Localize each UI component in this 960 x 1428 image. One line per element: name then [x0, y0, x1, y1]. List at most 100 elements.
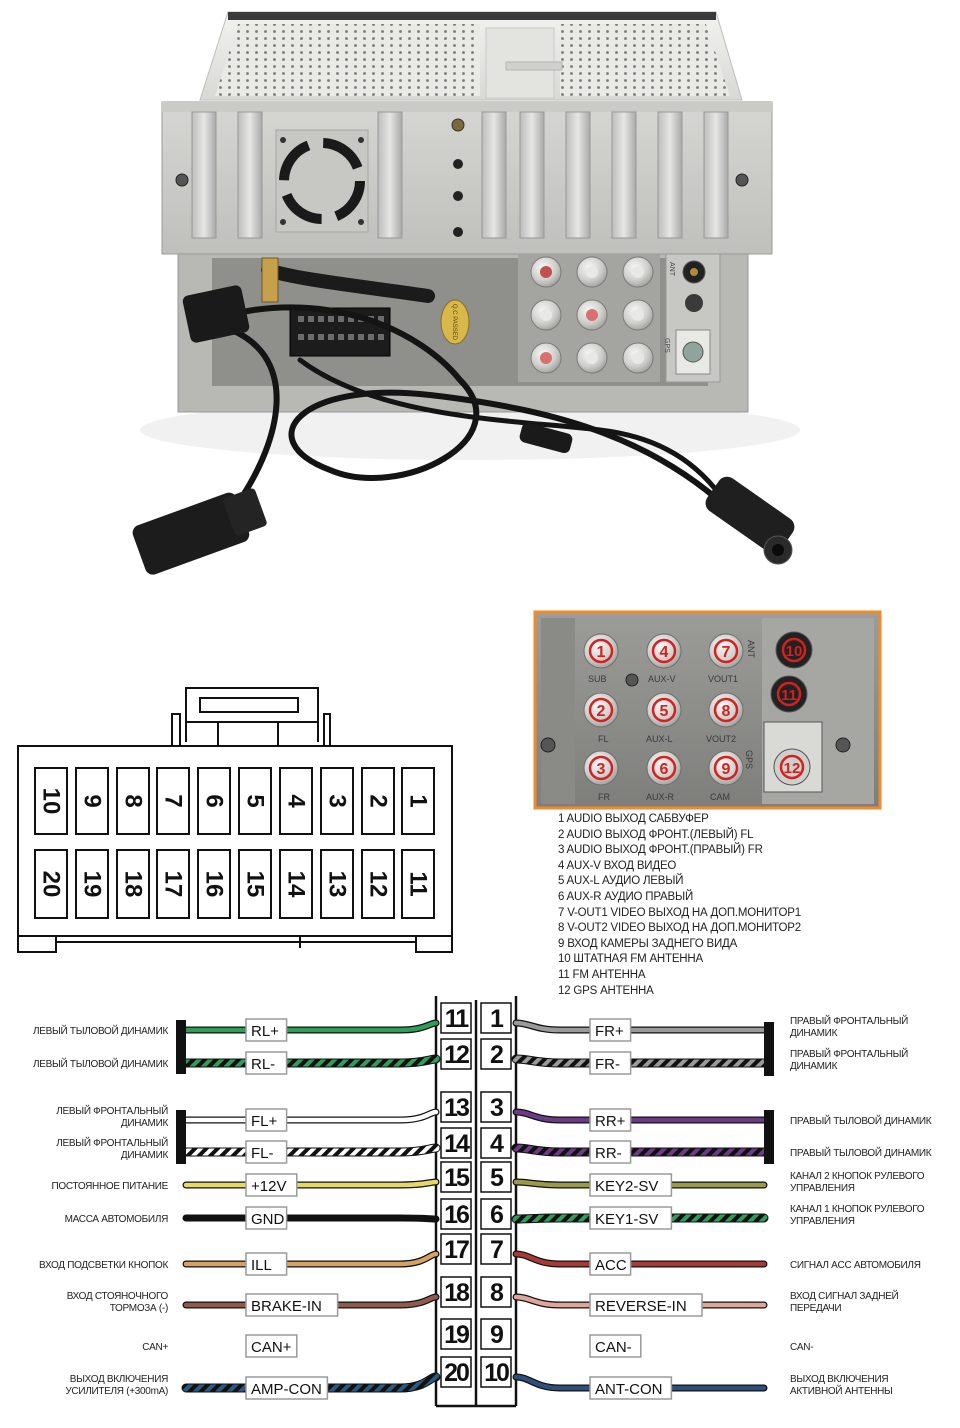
- wiring-pin-right: 10: [480, 1356, 512, 1388]
- panel-jack: 3: [583, 750, 619, 786]
- wire-label-text: FL+: [251, 1113, 278, 1130]
- iso-pin-number: 14: [283, 871, 310, 898]
- wire-desc-right: CAN-: [790, 1342, 813, 1353]
- wire-desc-left: ПОСТОЯННОЕ ПИТАНИЕ: [52, 1181, 169, 1192]
- legend-line: 4 AUX-V ВХОД ВИДЕО: [558, 859, 677, 872]
- wire-label-text: CAN+: [251, 1339, 292, 1356]
- wire-label-text: ANT-CON: [595, 1381, 663, 1398]
- iso-pin: 19: [75, 849, 109, 919]
- iso-connector-drawing: [17, 687, 453, 953]
- iso-pin: 12: [361, 849, 395, 919]
- wire-label-text: RL+: [251, 1023, 279, 1040]
- legend-line: 1 AUDIO ВЫХОД САБВУФЕР: [558, 813, 709, 825]
- iso-pin: 15: [238, 849, 272, 919]
- iso-pin-number: 15: [242, 871, 269, 898]
- wiring-pin-right: 9: [480, 1318, 512, 1350]
- iso-pin: 3: [320, 767, 354, 835]
- iso-pin: 16: [197, 849, 231, 919]
- jack-number: 4: [660, 644, 669, 661]
- jack-number: 9: [722, 761, 731, 778]
- wire-label-left: CAN+: [245, 1334, 298, 1358]
- pin-number: 10: [484, 1359, 509, 1387]
- wire-label-right: KEY1-SV: [589, 1206, 673, 1230]
- wire-left: [183, 1294, 439, 1308]
- iso-pin-number: 7: [160, 794, 187, 807]
- label-ant: ANT: [746, 640, 756, 659]
- wiring-pin-left: 20: [440, 1356, 472, 1388]
- wire-desc-left: ТОРМОЗА (-): [110, 1303, 168, 1314]
- iso-pin: 6: [197, 767, 231, 835]
- wire-desc-left: МАССА АВТОМОБИЛЯ: [65, 1214, 168, 1225]
- pin-number: 15: [444, 1164, 470, 1192]
- wire-label-right: RR+: [589, 1108, 632, 1132]
- wire-label-right: ANT-CON: [589, 1376, 673, 1400]
- pin-number: 8: [490, 1279, 504, 1307]
- wire-label-text: AMP-CON: [251, 1381, 322, 1398]
- wiring-plug-outline: [434, 996, 518, 1408]
- pin-number: 1: [490, 1005, 504, 1033]
- panel-jack: 1: [583, 633, 619, 669]
- wire-label-text: GND: [251, 1211, 285, 1228]
- wire-right: [513, 1251, 767, 1267]
- wire-desc-right: АКТИВНОЙ АНТЕННЫ: [790, 1384, 893, 1397]
- iso-pin: 1: [401, 767, 435, 835]
- legend-line: 10 ШТАТНАЯ FM АНТЕННА: [558, 953, 703, 966]
- photo-antenna-block: ANT GPS: [663, 253, 721, 383]
- pin-number: 12: [444, 1041, 469, 1069]
- panel-jack: 5: [646, 692, 682, 728]
- iso-pin-number: 9: [79, 794, 106, 807]
- iso-pin-number: 8: [120, 794, 147, 807]
- wire-desc-right: КАНАЛ 2 КНОПОК РУЛЕВОГО: [790, 1171, 925, 1182]
- panel-jack: 6: [646, 750, 682, 786]
- jack-number: 2: [597, 703, 606, 720]
- wire-label-text: KEY1-SV: [595, 1211, 658, 1228]
- wire-label-right: FR-: [589, 1051, 632, 1075]
- iso-pin-number: 2: [365, 794, 392, 807]
- wiring-pin-right: 4: [480, 1127, 512, 1159]
- panel-antenna-jack: 10: [775, 631, 813, 669]
- wire-label-left: FL-: [245, 1140, 288, 1164]
- wire-label-text: RR-: [595, 1145, 622, 1162]
- iso-pin-number: 20: [38, 871, 65, 898]
- panel-labels: SUB AUX-V VOUT1 FL AUX-L VOUT2 FR AUX-R …: [588, 640, 756, 802]
- wire-label-right: KEY2-SV: [589, 1173, 673, 1197]
- wiring-pin-left: 13: [440, 1091, 472, 1123]
- wire-label-text: BRAKE-IN: [251, 1298, 322, 1315]
- wire-label-left: FL+: [245, 1108, 288, 1132]
- wire-label-left: RL-: [245, 1051, 288, 1075]
- wiring-pin-right: 8: [480, 1276, 512, 1308]
- wiring-pin-left: 19: [440, 1318, 472, 1350]
- wire-label-right: ACC: [589, 1252, 632, 1276]
- wire-desc-left: ДИНАМИК: [121, 1118, 169, 1129]
- panel-antenna-jack: 11: [770, 675, 808, 713]
- wiring-pin-right: 2: [480, 1038, 512, 1070]
- panel-jack: 8: [708, 692, 744, 728]
- legend-line: 8 V-OUT2 VIDEO ВЫХОД НА ДОП.МОНИТОР2: [558, 922, 801, 935]
- wire-left: [183, 1109, 439, 1123]
- wire-desc-left: ЛЕВЫЙ ТЫЛОВОЙ ДИНАМИК: [33, 1057, 168, 1070]
- wire-desc-left: CAN+: [142, 1342, 168, 1353]
- iso-pin: 11: [401, 849, 435, 919]
- legend-line: 5 AUX-L АУДИО ЛЕВЫЙ: [558, 875, 684, 888]
- wire-right: [512, 1144, 768, 1156]
- wire-right: [513, 1294, 767, 1308]
- wire-label-right: CAN-: [589, 1334, 642, 1358]
- pin-number: 18: [444, 1279, 470, 1307]
- wire-label-text: KEY2-SV: [595, 1178, 658, 1195]
- iso-pin: 10: [34, 767, 68, 835]
- pin-number: 20: [444, 1359, 469, 1387]
- wire-left: [183, 1020, 439, 1033]
- iso-pin-number: 12: [365, 871, 392, 898]
- wiring-pin-left: 14: [440, 1127, 472, 1159]
- iso-pin-number: 1: [405, 794, 432, 807]
- wire-left: [183, 1179, 439, 1188]
- wiring-pin-right: 1: [480, 1002, 512, 1034]
- panel-jack: 9: [708, 750, 744, 786]
- iso-pin: 13: [320, 849, 354, 919]
- pin-number: 19: [444, 1321, 469, 1349]
- photo-usb-plug: [132, 285, 267, 575]
- wire-desc-right: ДИНАМИК: [790, 1028, 838, 1039]
- wire-right: [513, 1109, 767, 1123]
